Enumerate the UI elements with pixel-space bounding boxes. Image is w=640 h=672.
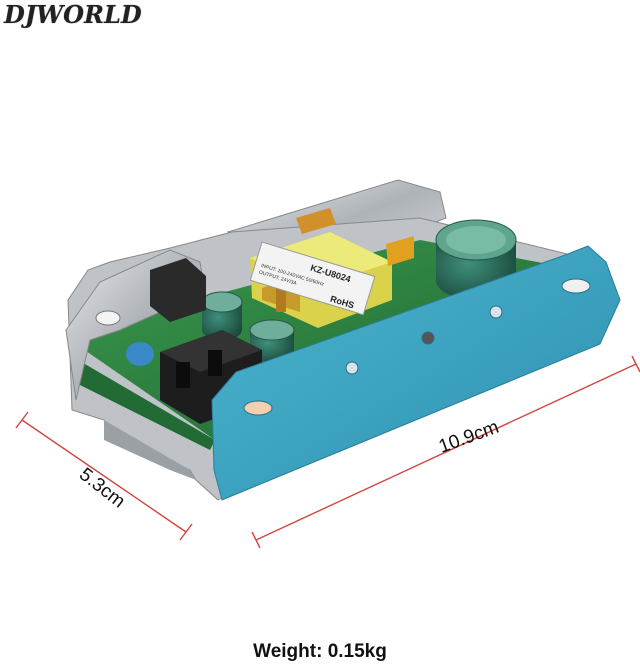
depth-dimension-line	[15, 411, 193, 541]
front-bracket	[211, 245, 621, 501]
mount-slot	[243, 400, 273, 416]
orange-component	[296, 208, 414, 266]
ceramic-capacitor	[126, 342, 154, 366]
bracket-slot	[95, 310, 121, 326]
spec-label: KZ-U8024 INPUT: 100-240VAC 50/60Hz OUTPU…	[249, 241, 376, 316]
mount-slot	[561, 278, 591, 294]
relay	[150, 258, 206, 322]
weight-label: Weight: 0.15kg	[253, 641, 387, 662]
width-dimension-line	[251, 355, 640, 549]
mount-hole	[421, 331, 435, 345]
brand-logo: DJWORLD	[4, 0, 142, 29]
mount-hole	[345, 361, 359, 375]
mount-hole	[489, 305, 503, 319]
